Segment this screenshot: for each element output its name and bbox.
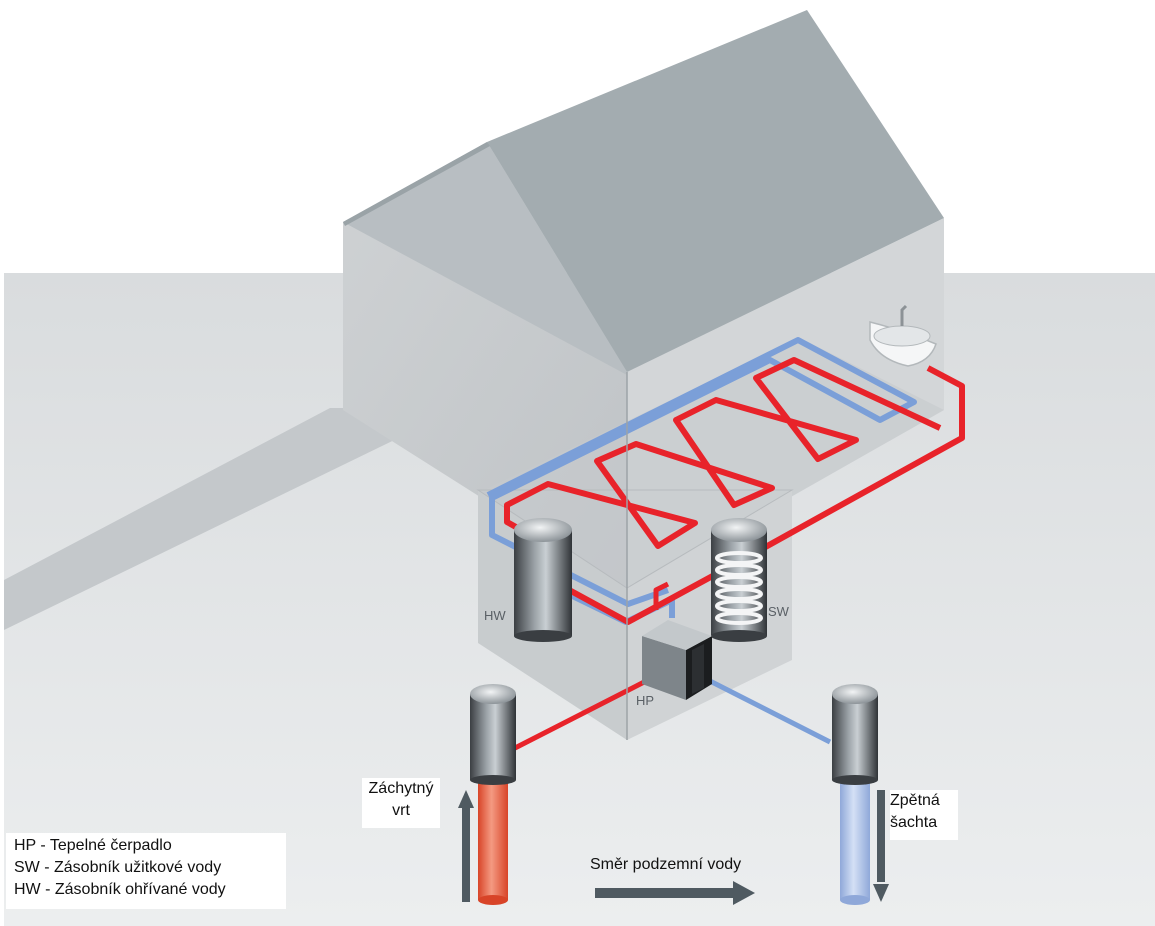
legend: HP - Tepelné čerpadlo SW - Zásobník užit… <box>6 833 286 909</box>
house-floor <box>480 338 944 590</box>
hw-label: HW <box>484 608 506 623</box>
heat-pump-icon <box>642 620 712 700</box>
hp-label: HP <box>636 693 654 708</box>
cold-pipe-to-return-well <box>706 677 832 745</box>
cold-pipe-floor <box>486 337 917 607</box>
hot-pipe-from-extraction-well <box>513 677 650 751</box>
hot-pipe-hp <box>653 581 670 610</box>
legend-item-hw: HW - Zásobník ohřívané vody <box>14 881 226 898</box>
washbasin-icon <box>869 304 937 367</box>
return-well-label: Zpětná šachta <box>890 790 958 840</box>
hot-pipe-floor-heating <box>504 357 942 549</box>
down-arrow-icon <box>873 790 889 902</box>
road <box>4 408 460 630</box>
sw-tank-icon <box>711 518 767 642</box>
extraction-well-icon <box>470 684 516 905</box>
roof-right <box>487 10 944 372</box>
groundwater-direction-label: Směr podzemní vody <box>590 856 742 873</box>
return-well-label-line1: Zpětná <box>890 792 940 809</box>
extraction-well-label: Záchytný vrt <box>362 778 440 828</box>
return-well-icon <box>832 684 878 905</box>
hw-tank-icon <box>514 518 572 642</box>
extraction-well-label-line2: vrt <box>392 802 410 819</box>
right-arrow-icon <box>595 881 755 905</box>
legend-item-sw: SW - Zásobník užitkové vody <box>14 859 222 876</box>
extraction-well-label-line1: Záchytný <box>368 780 434 797</box>
roof-gable <box>343 142 490 226</box>
roof-left <box>343 142 627 375</box>
sw-label: SW <box>768 604 790 619</box>
legend-item-hp: HP - Tepelné čerpadlo <box>14 837 172 854</box>
up-arrow-icon <box>458 790 474 902</box>
return-well-label-line2: šachta <box>890 814 938 831</box>
